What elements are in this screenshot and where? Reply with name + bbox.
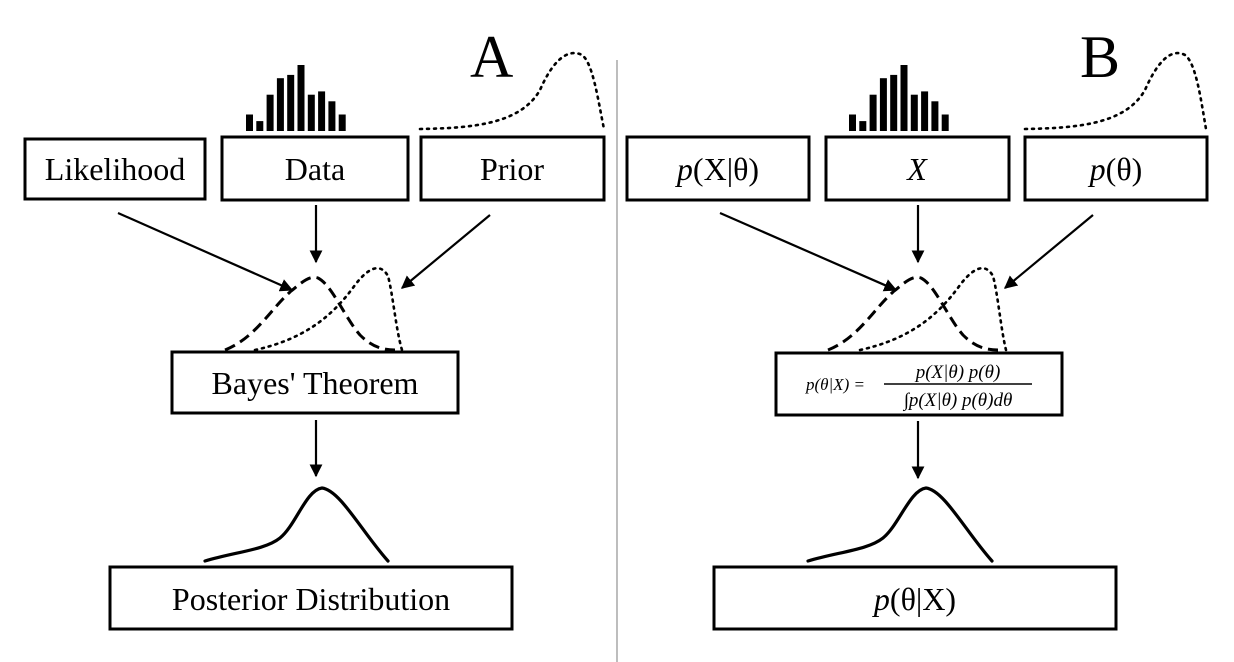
posterior-curve-b <box>806 486 994 563</box>
histogram-a-bar-2 <box>256 121 264 131</box>
posterior-curve-a <box>203 486 390 563</box>
arrow-prior-a <box>400 214 491 289</box>
likelihood-label: Likelihood <box>45 151 185 187</box>
histogram-b-bar-3 <box>869 94 877 131</box>
data-histogram-b <box>849 65 949 131</box>
histogram-a-bar-9 <box>328 101 336 131</box>
posterior-box <box>108 565 514 631</box>
formula-numerator: p(X|θ) p(θ) <box>914 362 1001 383</box>
histogram-b-bar-9 <box>931 101 939 131</box>
panel-a: A Likelihood Data Prior Bayes' Theorem P… <box>23 24 606 631</box>
prior-label: Prior <box>480 151 544 187</box>
formula-denominator: ∫p(X|θ) p(θ)dθ <box>903 390 1013 412</box>
posterior-label: Posterior Distribution <box>172 581 450 617</box>
histogram-b-bar-6 <box>900 65 908 131</box>
bayes-theorem-label: Bayes' Theorem <box>212 365 419 401</box>
prior-formula-label: p(θ) <box>1088 151 1143 187</box>
histogram-b-bar-2 <box>859 121 867 131</box>
arrow-likelihood-a <box>117 211 294 292</box>
histogram-a-bar-5 <box>287 74 295 131</box>
arrow-likelihood-b <box>719 211 898 292</box>
prior-box <box>419 135 606 202</box>
prior-formula-box <box>1023 135 1209 202</box>
histogram-a-bar-3 <box>266 94 274 131</box>
histogram-b-bar-8 <box>921 91 929 131</box>
combined-curve-a <box>224 275 396 352</box>
histogram-b-bar-5 <box>890 74 898 131</box>
histogram-a-bar-1 <box>246 114 253 131</box>
histogram-b-bar-10 <box>941 114 949 131</box>
bayes-theorem-box <box>170 350 460 415</box>
histogram-a-bar-10 <box>338 114 346 131</box>
likelihood-box <box>23 137 207 201</box>
likelihood-formula-label: p(X|θ) <box>675 151 759 187</box>
formula-lhs: p(θ|X) = <box>805 375 865 394</box>
histogram-b-bar-7 <box>910 94 918 131</box>
data-histogram-a <box>246 65 346 131</box>
histogram-b-bar-4 <box>879 78 887 131</box>
data-symbol-box <box>824 135 1011 202</box>
posterior-formula-label: p(θ|X) <box>872 581 956 617</box>
likelihood-formula-box <box>625 135 811 202</box>
prior-curve-b <box>1023 51 1208 131</box>
panel-a-letter: A <box>470 24 513 90</box>
data-box <box>220 135 410 202</box>
combined-curve-b <box>827 275 999 352</box>
histogram-a-bar-7 <box>307 94 315 131</box>
data-symbol-label: X <box>905 151 928 187</box>
histogram-a-bar-6 <box>297 65 305 131</box>
histogram-a-bar-8 <box>318 91 326 131</box>
panel-b-letter: B <box>1080 24 1120 90</box>
panel-b: B p(X|θ) X p(θ) p(θ|X) = p(X|θ) p(θ) ∫p(… <box>625 24 1209 631</box>
posterior-formula-box <box>712 565 1118 631</box>
arrow-prior-b <box>1003 214 1094 289</box>
histogram-a-bar-4 <box>276 78 284 131</box>
prior-curve-mid-a <box>253 266 404 352</box>
histogram-b-bar-1 <box>849 114 856 131</box>
data-label: Data <box>285 151 345 187</box>
prior-curve-mid-b <box>858 266 1008 352</box>
